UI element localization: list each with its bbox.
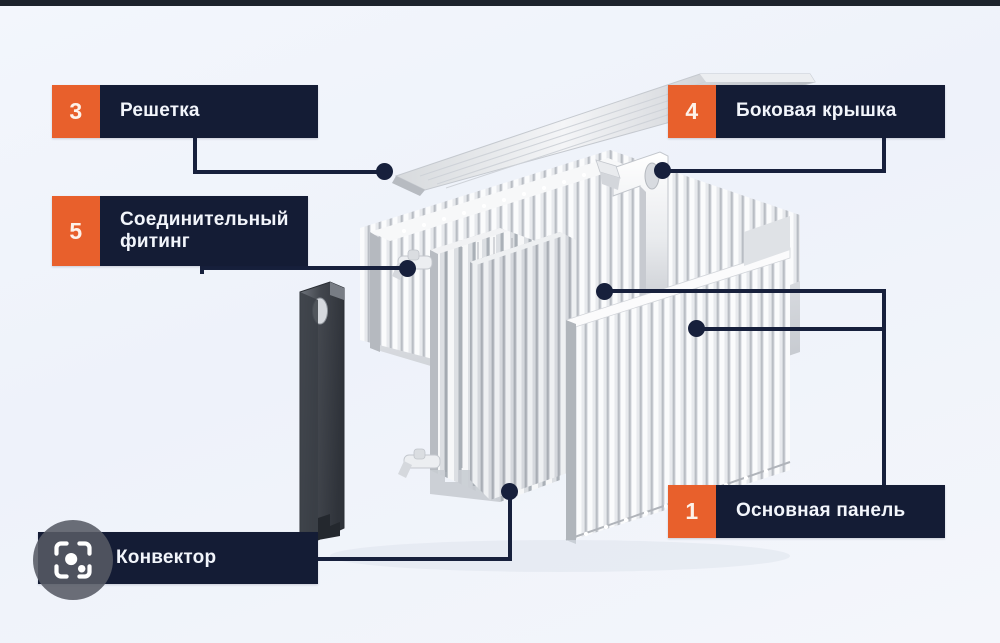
callout-label-fitting: Соединительный фитинг [120, 208, 289, 252]
google-lens-button[interactable] [33, 520, 113, 600]
callout-main-panel[interactable]: 1 Основная панель [668, 485, 945, 538]
leader-fitting-vertical [200, 266, 204, 274]
callout-label-convector: Конвектор [116, 546, 217, 568]
leader-fitting-horizontal [200, 266, 408, 270]
leader-dot-convector [501, 483, 518, 500]
front-main-panel [565, 247, 791, 544]
callout-grille[interactable]: 3 Решетка [52, 85, 318, 138]
callout-number-fitting: 5 [52, 196, 100, 266]
callout-side-cover[interactable]: 4 Боковая крышка [668, 85, 945, 138]
callout-number-main-panel: 1 [668, 485, 716, 538]
leader-grille-vertical [193, 138, 197, 174]
leader-sidecover-vertical [882, 136, 886, 173]
side-cover-part-left [299, 281, 345, 541]
leader-grille-horizontal [193, 170, 388, 174]
callout-label-grille: Решетка [120, 100, 200, 122]
fin-bank-middle [470, 232, 576, 500]
top-edge-bar [0, 0, 1000, 6]
callout-fitting[interactable]: 5 Соединительный фитинг [52, 196, 308, 266]
connection-fitting-bottom [398, 448, 441, 478]
leader-dot-mainpanel-b [688, 320, 705, 337]
rear-panel-sliver [744, 216, 790, 266]
leader-mainpanel-horizontal-b [702, 327, 886, 331]
leader-dot-fitting [399, 260, 416, 277]
callout-number-grille: 3 [52, 85, 100, 138]
callout-label-side-cover: Боковая крышка [736, 100, 897, 122]
callout-number-side-cover: 4 [668, 85, 716, 138]
leader-dot-grille [376, 163, 393, 180]
leader-convector-vertical [508, 492, 512, 561]
leader-mainpanel-horizontal-a [610, 289, 886, 293]
callout-label-main-panel: Основная панель [736, 500, 906, 522]
leader-convector-horizontal [315, 557, 512, 561]
leader-dot-sidecover [654, 162, 671, 179]
leader-sidecover-horizontal [668, 169, 886, 173]
leader-dot-mainpanel-a [596, 283, 613, 300]
google-lens-camera-icon [54, 541, 92, 579]
leader-mainpanel-vertical [882, 289, 886, 485]
